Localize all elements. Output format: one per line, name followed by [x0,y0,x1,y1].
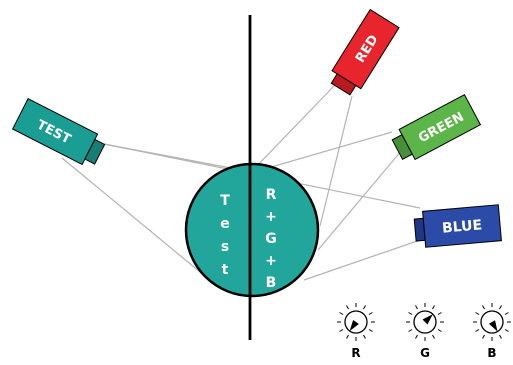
rgb-letter: G [265,231,277,247]
beam-green-bottom [317,149,403,251]
knob-tick [368,329,373,332]
knob-pointer [349,319,359,332]
knob-tick [363,305,366,310]
knob-tick [475,329,480,332]
rgb-letter: + [265,209,277,225]
knob-label: G [420,346,430,360]
knob-tick [415,305,418,310]
beam-test-bottom [61,157,201,273]
green-projector: GREEN [391,94,482,161]
test-field-circle [184,162,320,298]
blue-projector-lens [413,217,426,242]
test-letter: T [220,193,230,209]
test-letter: s [221,239,229,255]
knob-tick [504,312,509,315]
knob-tick [499,334,502,339]
knob-tick [475,312,480,315]
knob-tick [363,334,366,339]
knob-tick [408,329,413,332]
knob-label: B [487,346,496,360]
blue-projector: BLUE [413,204,502,248]
test-projector-lens [84,138,106,165]
knob-b[interactable]: B [473,303,511,360]
knob-tick [499,305,502,310]
rgb-letter: B [266,275,277,291]
knob-tick [339,329,344,332]
knob-tick [346,334,349,339]
knob-tick [415,334,418,339]
knob-tick [368,312,373,315]
knob-label: R [351,346,360,360]
test-letter: t [222,262,229,278]
test-letters: T e s t [220,193,230,278]
knob-pointer [488,320,498,332]
knob-g[interactable]: G [406,303,444,360]
beam-red-top [252,85,335,171]
knob-tick [339,312,344,315]
knob-tick [437,312,442,315]
red-projector-lens [330,73,357,96]
knob-tick [432,305,435,310]
rgb-letter: + [265,253,277,269]
green-projector-lens [391,134,413,160]
knob-tick [504,329,509,332]
rgb-letter: R [266,187,277,203]
beam-green-top [253,131,393,173]
rgb-letters: R + G + B [265,187,277,291]
knob-tick [482,305,485,310]
knob-r[interactable]: R [337,303,375,360]
beam-blue-bottom [303,239,421,281]
knob-pointer [422,314,433,325]
knob-tick [432,334,435,339]
knob-tick [346,305,349,310]
test-projector: TEST [11,98,106,166]
knob-tick [482,334,485,339]
knob-tick [408,312,413,315]
test-letter: e [220,216,230,232]
knob-tick [437,329,442,332]
blue-projector-label: BLUE [441,217,482,236]
beam-red-bottom [319,95,353,227]
red-projector: RED [330,8,400,96]
